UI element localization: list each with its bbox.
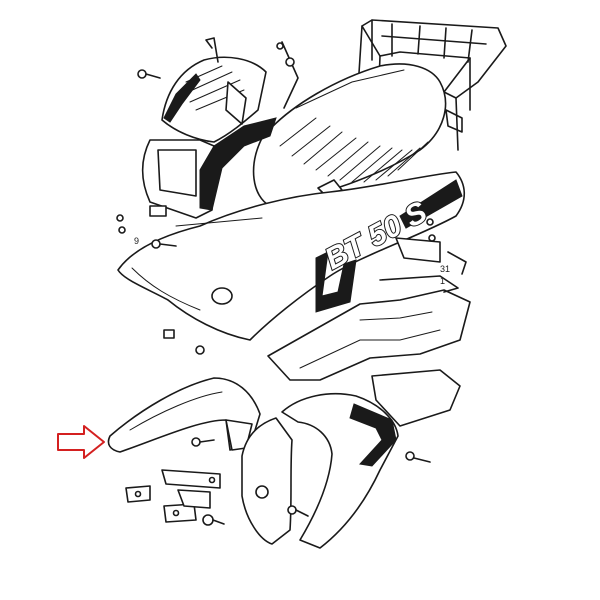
screw-icon [202, 514, 225, 526]
screw-icon [137, 69, 161, 79]
screw-icon [163, 329, 205, 355]
rear-inner-mudguard [241, 369, 461, 549]
screw-icon [151, 239, 177, 249]
mounting-brackets [125, 469, 221, 523]
screws [116, 69, 436, 526]
arrow-right-icon [57, 425, 105, 459]
screw-icon [287, 505, 309, 517]
headlight-fairing [141, 117, 277, 219]
callouts: 9 31 1 [134, 236, 450, 286]
windscreen [161, 37, 299, 143]
callout-number: 1 [440, 276, 445, 286]
callout-number: 9 [134, 236, 139, 246]
undertray [267, 237, 471, 381]
front-mudguard [107, 377, 261, 453]
callout-number: 31 [440, 264, 450, 274]
screw-icon [116, 214, 126, 234]
screw-icon [191, 437, 215, 447]
screw-icon [405, 451, 431, 463]
screw-icon [426, 218, 436, 242]
